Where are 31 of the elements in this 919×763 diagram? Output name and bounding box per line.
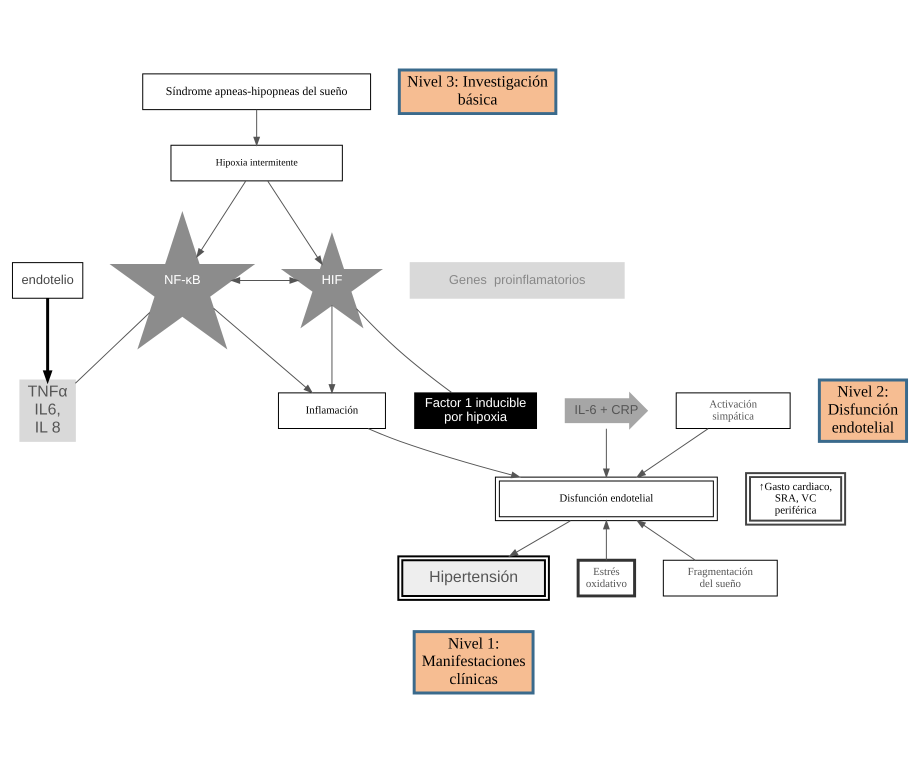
node-box: Activación simpática: [676, 392, 791, 430]
node-box: Hipoxia intermitente: [170, 144, 343, 182]
arrow: [213, 308, 314, 394]
arrow: [42, 298, 52, 384]
node-box: Fragmentación del sueño: [662, 560, 778, 596]
connector: [356, 308, 452, 394]
arrow: [508, 520, 571, 557]
arrow: [636, 428, 709, 478]
node-box: Hipertensión: [397, 555, 550, 601]
node-box: Factor 1 inducible por hipoxia: [414, 392, 538, 430]
arrow: [368, 428, 521, 478]
node-box: Estrés oxidativo: [576, 558, 636, 598]
node-box: ↑Gasto cardiaco, SRA, VC periférica: [745, 472, 846, 526]
arrow: [636, 520, 696, 561]
arrow: [328, 304, 336, 394]
arrow: [602, 519, 610, 561]
arrow: [230, 276, 300, 284]
node-box: Nivel 1: Manifestaciones clínicas: [412, 630, 535, 695]
node-box: TNFα IL6, IL 8: [19, 380, 76, 442]
arrow: [196, 180, 246, 258]
arrow: [253, 109, 260, 147]
node-box: Síndrome apneas-hipopneas del sueño: [142, 73, 372, 110]
node-box: Disfunción endotelial: [494, 476, 718, 522]
node-box: Nivel 3: Investigación básica: [398, 68, 558, 116]
node-box: Genes proinflamatorios: [410, 262, 625, 299]
arrow: [267, 180, 323, 266]
node-box: Inflamación: [278, 392, 386, 430]
connector: [74, 312, 150, 384]
node-box: endotelio: [12, 262, 84, 299]
arrow: [602, 428, 610, 478]
node-box: Nivel 2: Disfunción endotelial: [818, 378, 908, 443]
